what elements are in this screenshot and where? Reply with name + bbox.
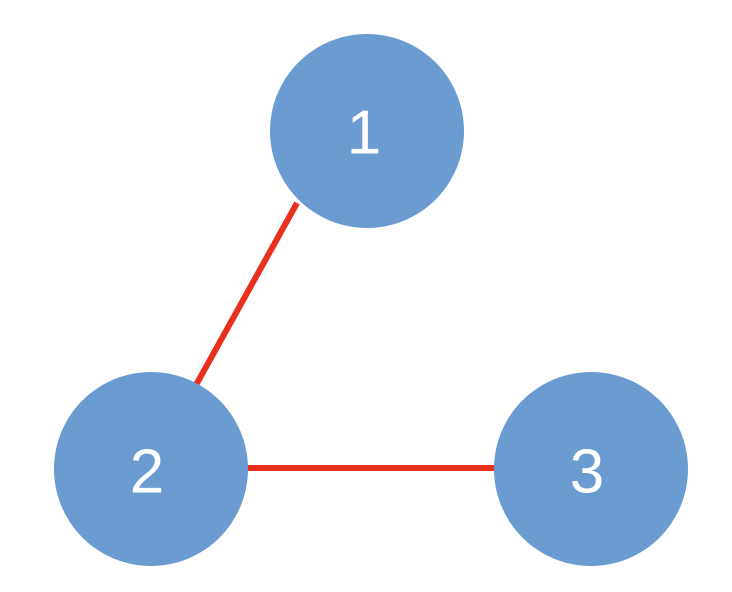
node-2[interactable]: 2 <box>54 372 248 566</box>
node-1[interactable]: 1 <box>270 34 464 228</box>
node-1-circle[interactable] <box>270 34 464 228</box>
node-2-label: 2 <box>130 438 164 507</box>
node-3-circle[interactable] <box>494 372 688 566</box>
edge-1-2[interactable] <box>193 201 300 387</box>
node-3-label: 3 <box>570 438 604 507</box>
node-1-label: 1 <box>347 99 381 168</box>
node-2-circle[interactable] <box>54 372 248 566</box>
edge-layer <box>193 201 497 471</box>
node-layer: 1 2 3 <box>54 34 688 566</box>
node-3[interactable]: 3 <box>494 372 688 566</box>
